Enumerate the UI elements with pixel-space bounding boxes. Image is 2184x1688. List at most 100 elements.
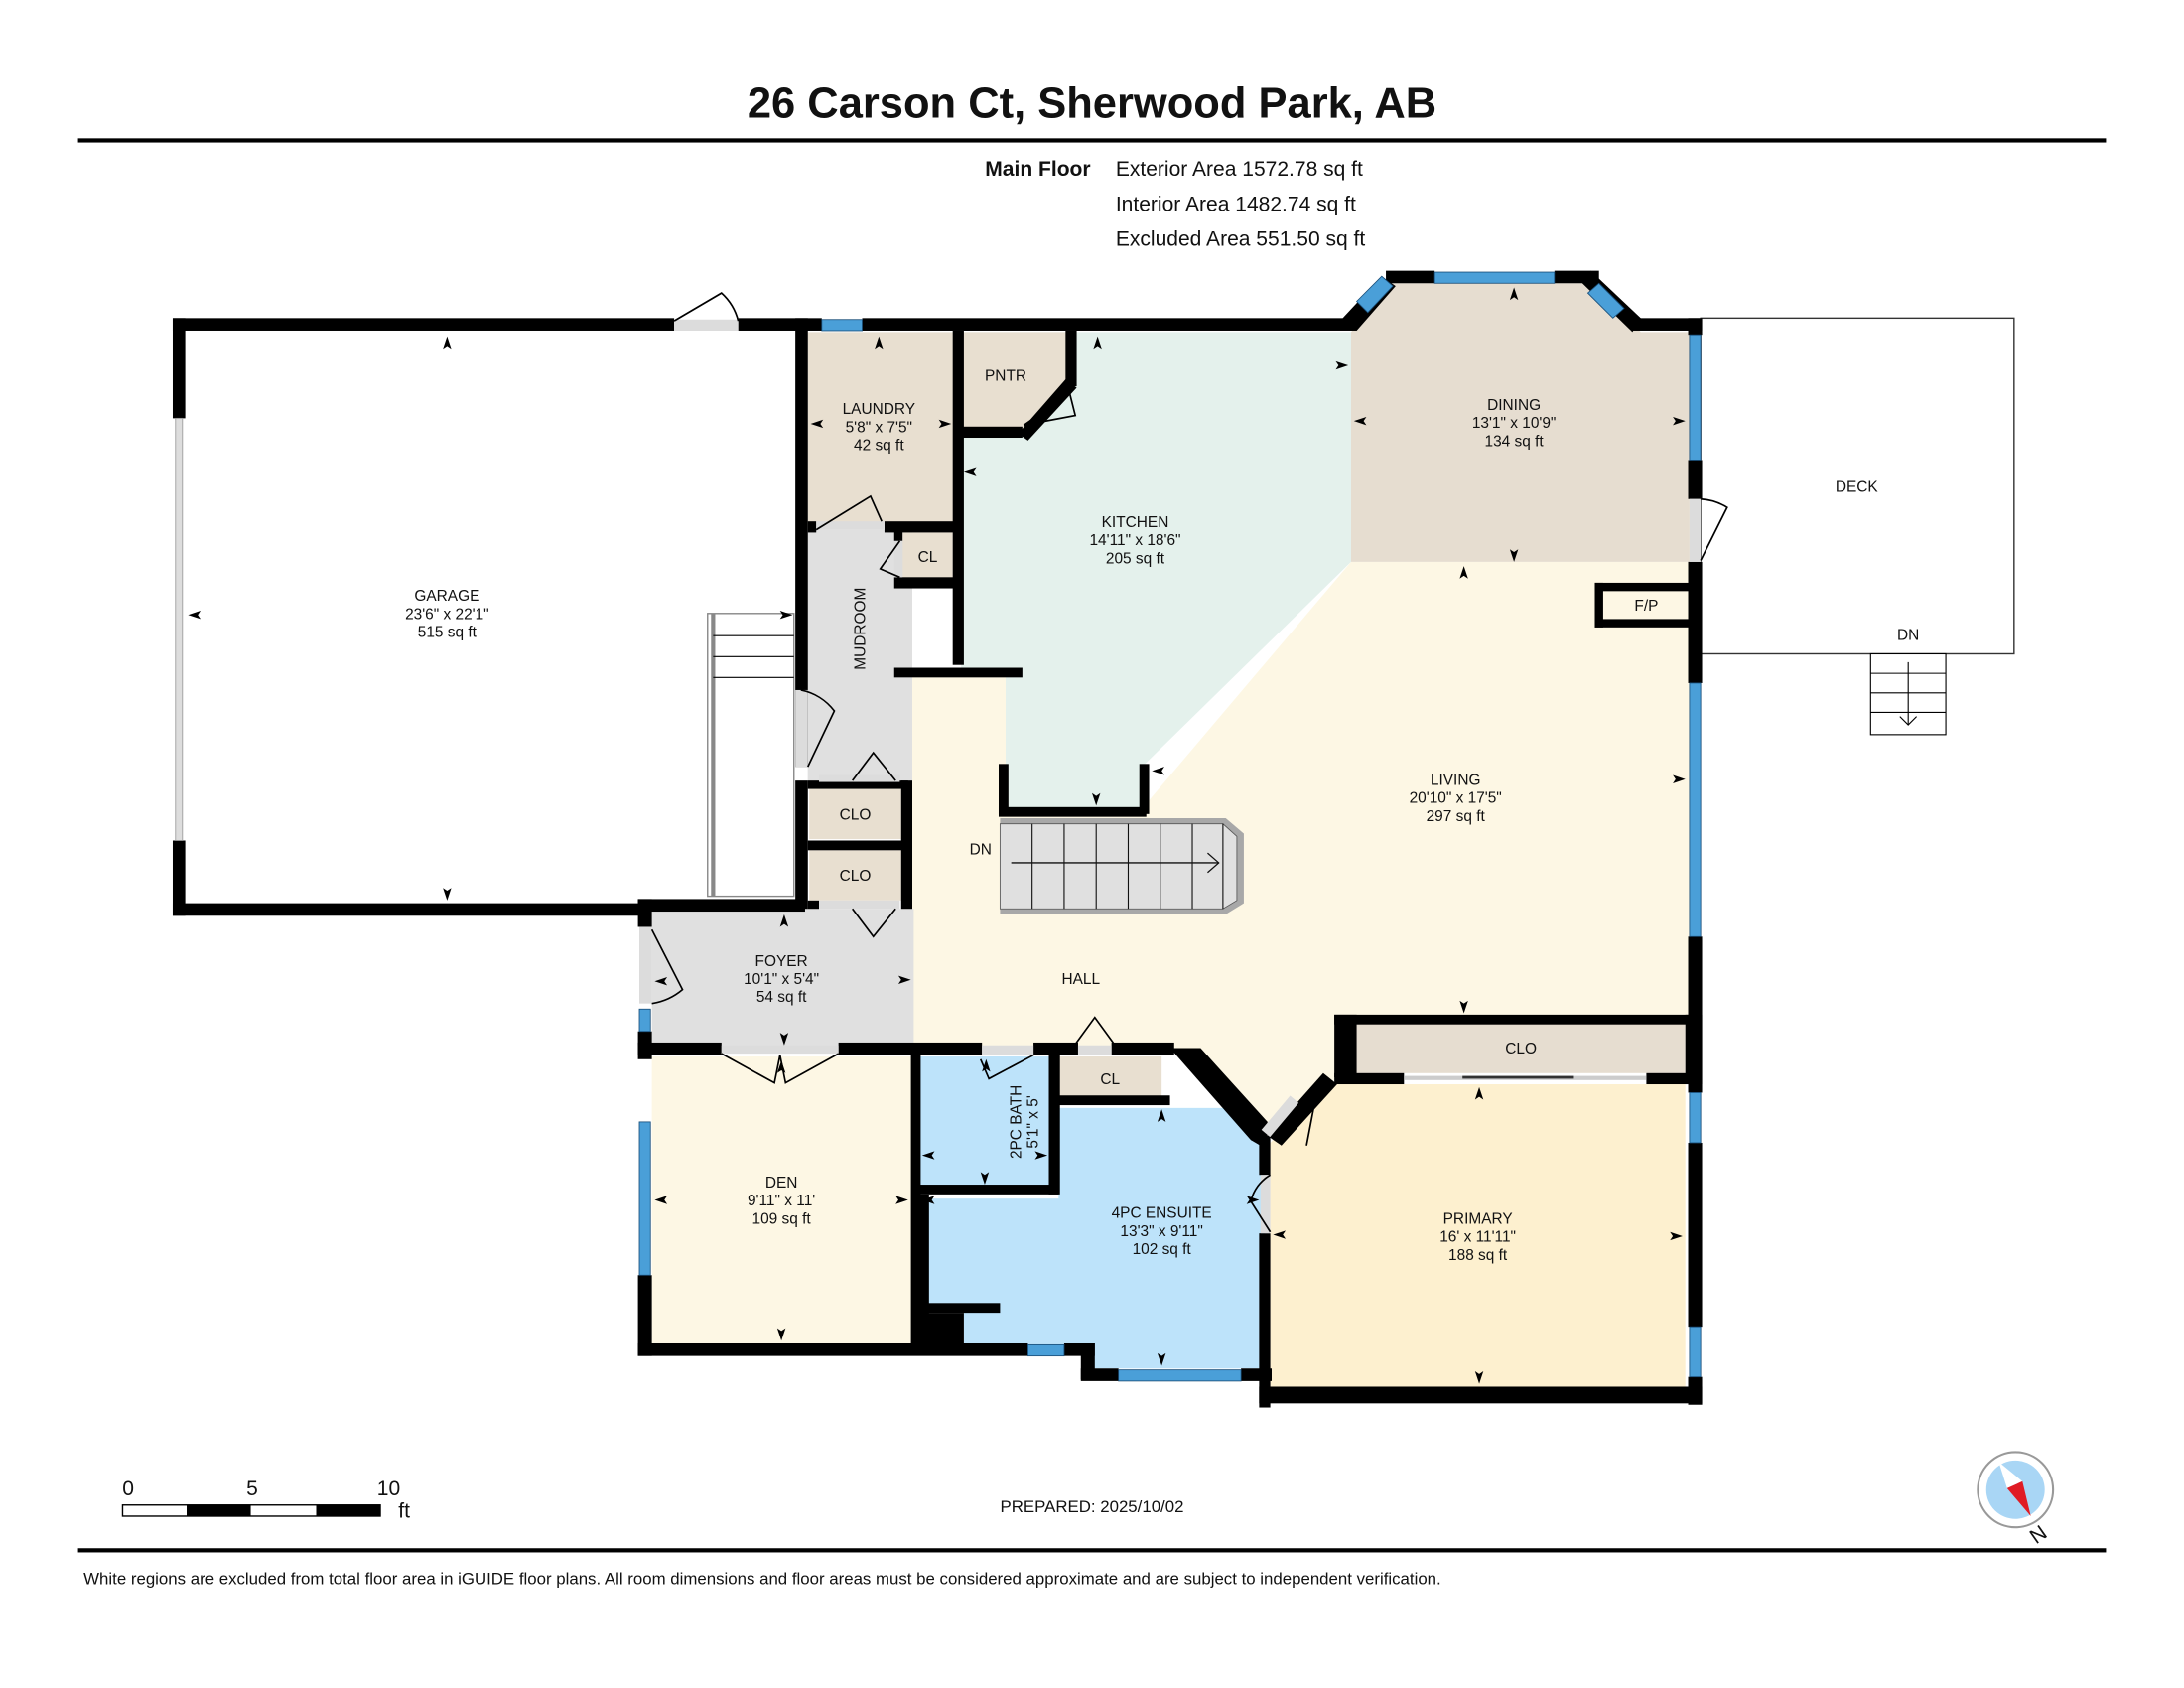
closet-2-fill <box>809 850 901 901</box>
room-dims: 9'11" x 11' <box>748 1193 815 1209</box>
scale-tick-10: 10 <box>377 1477 400 1500</box>
excluded-area: Excluded Area 551.50 sq ft <box>1116 227 1366 250</box>
laundry-door[interactable] <box>815 494 885 531</box>
deck-label: DECK <box>1836 478 1879 494</box>
walls <box>172 270 1703 1408</box>
room-area: 109 sq ft <box>752 1210 812 1227</box>
garage-side-door[interactable] <box>673 292 740 331</box>
room-name: LIVING <box>1431 772 1481 788</box>
room-name: DEN <box>765 1175 798 1192</box>
room-area: 54 sq ft <box>756 989 807 1006</box>
room-dims: 13'1" x 10'9" <box>1472 415 1557 432</box>
room-area: 515 sq ft <box>418 625 478 641</box>
room-den[interactable]: DEN 9'11" x 11' 109 sq ft <box>748 1175 815 1227</box>
room-living[interactable]: LIVING 20'10" x 17'5" 297 sq ft <box>1410 772 1502 824</box>
floor-label: Main Floor <box>985 158 1090 181</box>
room-bath2[interactable]: 2PC BATH 5'1" x 5' <box>1008 1085 1041 1159</box>
doors <box>639 292 1728 1234</box>
primary-fill <box>1270 1084 1686 1387</box>
window <box>638 1121 651 1276</box>
window <box>1689 1326 1702 1378</box>
room-name: 2PC BATH <box>1008 1085 1024 1159</box>
room-area: 42 sq ft <box>854 438 904 455</box>
room-area: 205 sq ft <box>1106 550 1165 567</box>
room-garage[interactable]: GARAGE 23'6" x 22'1" 515 sq ft <box>405 588 489 640</box>
scale-unit: ft <box>398 1499 410 1522</box>
room-dims: 16' x 11'11" <box>1439 1229 1516 1246</box>
page-title: 26 Carson Ct, Sherwood Park, AB <box>748 79 1436 127</box>
room-hall[interactable]: HALL <box>1061 971 1100 988</box>
room-dims: 5'1" x 5' <box>1024 1095 1041 1148</box>
bath2-door[interactable] <box>979 1045 1034 1080</box>
mudroom-lower-fill <box>807 668 913 781</box>
interior-area: Interior Area 1482.74 sq ft <box>1116 193 1356 215</box>
pantry-door[interactable] <box>1023 391 1077 427</box>
room-ensuite[interactable]: 4PC ENSUITE 13'3" x 9'11" 102 sq ft <box>1112 1205 1212 1258</box>
room-kitchen[interactable]: KITCHEN 14'11" x 18'6" 205 sq ft <box>1089 514 1180 567</box>
deck-door[interactable] <box>1689 497 1728 562</box>
room-dims: 14'11" x 18'6" <box>1089 532 1180 549</box>
room-area: 188 sq ft <box>1448 1247 1508 1264</box>
kitchen-fill <box>961 332 1351 809</box>
window <box>1027 1343 1065 1357</box>
room-foyer[interactable]: FOYER 10'1" x 5'4" 54 sq ft <box>744 953 819 1006</box>
room-dims: 20'10" x 17'5" <box>1410 790 1502 807</box>
window <box>1586 282 1625 319</box>
room-dims: 5'8" x 7'5" <box>846 419 912 436</box>
interior-stairs[interactable] <box>999 818 1244 914</box>
compass-icon: N <box>1977 1451 2055 1549</box>
footer-rule <box>77 1548 2107 1553</box>
room-pantry[interactable]: PNTR <box>985 367 1026 384</box>
room-dims: 10'1" x 5'4" <box>744 971 819 988</box>
stairs-label: DN <box>970 842 992 859</box>
den-double-door[interactable] <box>721 1045 840 1084</box>
living-hall-fill <box>912 561 1690 1143</box>
mudroom-garage-door[interactable] <box>795 689 836 768</box>
room-name: 4PC ENSUITE <box>1112 1205 1212 1222</box>
deck: DECK DN <box>1700 317 2015 736</box>
room-mudroom[interactable]: MUDROOM <box>852 588 869 670</box>
bath2-fill <box>919 1055 1050 1188</box>
fireplace-label: F/P <box>1634 598 1658 615</box>
room-dims: 23'6" x 22'1" <box>405 606 489 623</box>
window <box>1433 271 1556 284</box>
room-laundry[interactable]: LAUNDRY 5'8" x 7'5" 42 sq ft <box>843 401 915 454</box>
room-closet-1[interactable]: CLO <box>840 806 872 823</box>
laundry-fill <box>807 332 955 527</box>
room-hall-closet[interactable]: CL <box>1100 1071 1120 1088</box>
room-dims: 13'3" x 9'11" <box>1120 1223 1202 1240</box>
mud-closet-door[interactable] <box>879 540 903 579</box>
arrow-right-icon <box>1207 852 1220 874</box>
room-area: 102 sq ft <box>1133 1241 1192 1258</box>
den-fill <box>651 1055 911 1343</box>
deck-stairs-label: DN <box>1897 627 1919 643</box>
hall-closet-door[interactable] <box>1071 1016 1118 1055</box>
front-door[interactable] <box>639 926 684 1005</box>
mud-closet-fill <box>902 532 953 583</box>
deck-stairs[interactable] <box>1869 652 1947 736</box>
room-primary[interactable]: PRIMARY 16' x 11'11" 188 sq ft <box>1439 1210 1516 1263</box>
garage-overhead-door[interactable] <box>175 417 184 841</box>
exterior-area: Exterior Area 1572.78 sq ft <box>1116 158 1363 181</box>
dimension-arrows <box>188 287 1686 1384</box>
room-name: LAUNDRY <box>843 401 915 418</box>
closet-2-door[interactable] <box>819 900 900 938</box>
room-name: KITCHEN <box>1102 514 1169 531</box>
primary-closet-sliding-door[interactable] <box>1404 1075 1647 1080</box>
windows <box>638 271 1702 1382</box>
primary-door[interactable] <box>1261 1086 1319 1146</box>
room-mud-closet[interactable]: CL <box>918 549 938 566</box>
header-rule <box>77 138 2107 143</box>
closet-1-door[interactable] <box>819 751 900 782</box>
window <box>638 1008 651 1033</box>
room-dining[interactable]: DINING 13'1" x 10'9" 134 sq ft <box>1472 397 1557 450</box>
room-closet-2[interactable]: CLO <box>840 868 872 885</box>
garage-steps <box>707 613 795 898</box>
room-name: FOYER <box>755 953 808 970</box>
window <box>1689 1092 1702 1144</box>
scale-tick-0: 0 <box>122 1477 134 1500</box>
room-name: GARAGE <box>414 588 479 605</box>
scale-tick-5: 5 <box>246 1477 258 1500</box>
room-primary-closet[interactable]: CLO <box>1505 1041 1537 1057</box>
